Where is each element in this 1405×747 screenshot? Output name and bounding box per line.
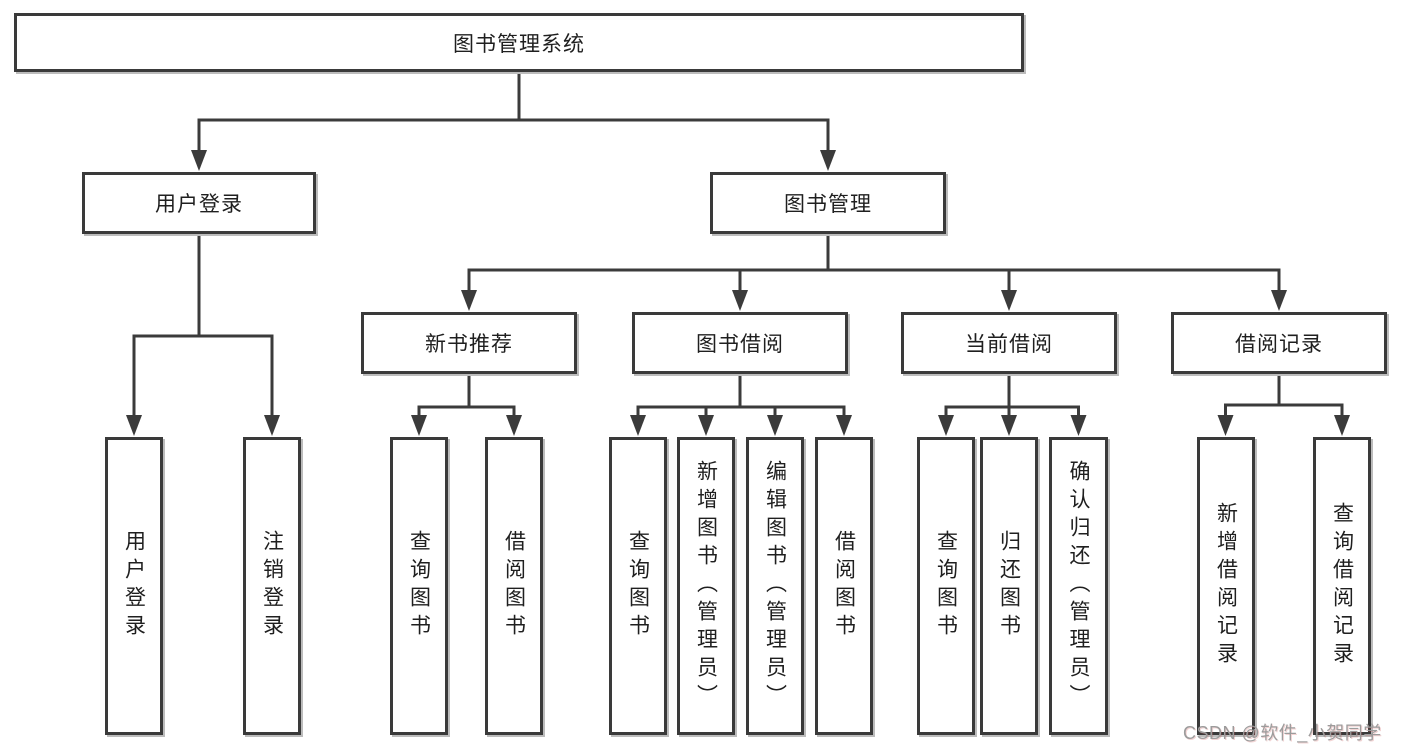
arrowhead-down-icon bbox=[732, 290, 748, 311]
leaf-label: 用户登录 bbox=[122, 530, 146, 642]
leaf-label: 确认归还（管理员） bbox=[1067, 460, 1091, 712]
leaf-label: 查询图书 bbox=[626, 530, 650, 642]
leaf-return-book: 归还图书 bbox=[980, 437, 1038, 735]
leaf-label: 借阅图书 bbox=[832, 530, 856, 642]
arrowhead-down-icon bbox=[820, 150, 836, 171]
leaf-label: 查询图书 bbox=[407, 530, 431, 642]
arrowhead-down-icon bbox=[461, 290, 477, 311]
leaf-label: 新增图书（管理员） bbox=[694, 460, 718, 712]
node-new-book-recommend: 新书推荐 bbox=[361, 312, 577, 374]
leaf-query-book-current: 查询图书 bbox=[917, 437, 975, 735]
node-current-borrow-label: 当前借阅 bbox=[965, 333, 1053, 356]
arrowhead-down-icon bbox=[1001, 290, 1017, 311]
leaf-label: 借阅图书 bbox=[502, 530, 526, 642]
node-borrow-records: 借阅记录 bbox=[1171, 312, 1387, 374]
node-current-borrow: 当前借阅 bbox=[901, 312, 1117, 374]
node-book-borrow: 图书借阅 bbox=[632, 312, 848, 374]
arrowhead-down-icon bbox=[191, 150, 207, 171]
leaf-label: 新增借阅记录 bbox=[1214, 502, 1238, 670]
leaf-label: 查询借阅记录 bbox=[1330, 502, 1354, 670]
node-book-management: 图书管理 bbox=[710, 172, 946, 234]
leaf-add-borrow-record: 新增借阅记录 bbox=[1197, 437, 1255, 735]
leaf-edit-book-admin: 编辑图书（管理员） bbox=[746, 437, 804, 735]
leaf-logout: 注销登录 bbox=[243, 437, 301, 735]
arrow-heads bbox=[126, 150, 1350, 436]
leaf-query-borrow-record: 查询借阅记录 bbox=[1313, 437, 1371, 735]
node-user-login: 用户登录 bbox=[82, 172, 316, 234]
watermark: CSDN @软件_小贺同学 bbox=[1183, 723, 1382, 743]
node-book-borrow-label: 图书借阅 bbox=[696, 333, 784, 356]
arrowhead-down-icon bbox=[1217, 415, 1234, 436]
arrowhead-down-icon bbox=[836, 415, 852, 436]
arrowhead-down-icon bbox=[506, 415, 522, 436]
arrowhead-down-icon bbox=[1334, 415, 1350, 436]
node-new-book-recommend-label: 新书推荐 bbox=[425, 333, 513, 356]
arrowhead-down-icon bbox=[1271, 290, 1287, 311]
leaf-label: 查询图书 bbox=[934, 530, 958, 642]
arrowhead-down-icon bbox=[938, 415, 954, 436]
node-user-login-label: 用户登录 bbox=[155, 193, 243, 216]
arrowhead-down-icon bbox=[630, 415, 646, 436]
leaf-borrow-book-recommend: 借阅图书 bbox=[485, 437, 543, 735]
node-book-management-label: 图书管理 bbox=[784, 193, 872, 216]
arrowhead-down-icon bbox=[1070, 415, 1087, 436]
arrowhead-down-icon bbox=[1001, 415, 1017, 436]
arrowhead-down-icon bbox=[411, 415, 427, 436]
leaf-query-book-recommend: 查询图书 bbox=[390, 437, 448, 735]
leaf-label: 注销登录 bbox=[260, 530, 284, 642]
node-borrow-records-label: 借阅记录 bbox=[1235, 333, 1323, 356]
leaf-query-book-borrow: 查询图书 bbox=[609, 437, 667, 735]
leaf-borrow-book: 借阅图书 bbox=[815, 437, 873, 735]
leaf-confirm-return-admin: 确认归还（管理员） bbox=[1049, 437, 1108, 735]
leaf-label: 归还图书 bbox=[997, 530, 1021, 642]
arrowhead-down-icon bbox=[126, 415, 142, 436]
arrowhead-down-icon bbox=[767, 415, 783, 436]
arrowhead-down-icon bbox=[264, 415, 280, 436]
node-system-label: 图书管理系统 bbox=[453, 32, 585, 56]
node-system: 图书管理系统 bbox=[14, 13, 1024, 72]
leaf-add-book-admin: 新增图书（管理员） bbox=[677, 437, 735, 735]
leaf-label: 编辑图书（管理员） bbox=[763, 460, 787, 712]
leaf-user-login: 用户登录 bbox=[105, 437, 163, 735]
connector-path bbox=[132, 72, 1344, 417]
arrowhead-down-icon bbox=[698, 415, 714, 436]
